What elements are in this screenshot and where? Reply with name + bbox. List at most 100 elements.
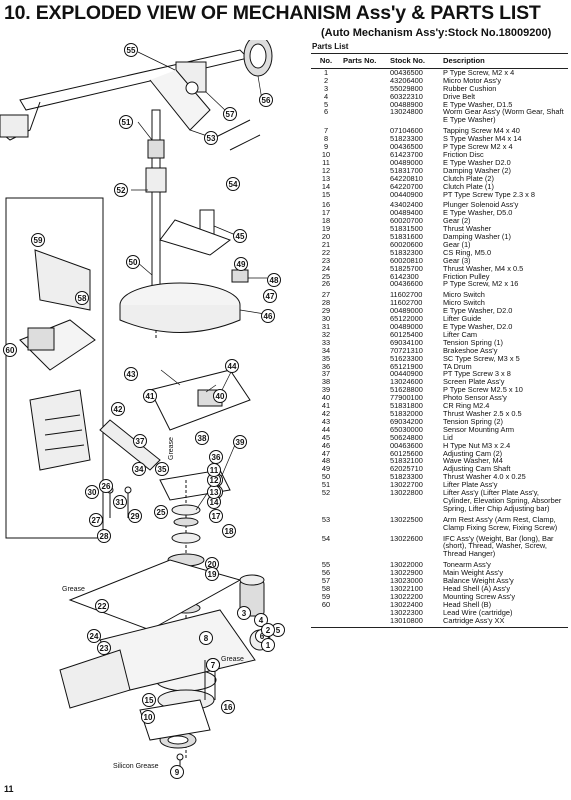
callout-number: 15: [145, 696, 154, 705]
cell-no: 9: [323, 142, 329, 152]
cell-stock-no: 13022400: [390, 599, 423, 609]
cell-parts-no: [340, 288, 387, 299]
callout-number: 50: [129, 258, 138, 267]
callout-number: 47: [266, 292, 275, 301]
cell-description: Tapping Screw M4 x 40: [443, 126, 520, 136]
callout-7: 7: [206, 658, 220, 672]
grease-label-middle: Grease: [221, 656, 244, 663]
cell-stock-no: 00436500: [390, 142, 423, 152]
cell-parts-no: [340, 315, 387, 323]
exploded-view-diagram: 5556575354515259586050494548474643444241…: [0, 40, 285, 779]
cell-no: 2: [323, 75, 329, 85]
callout-53: 53: [204, 131, 218, 145]
callout-circle: [114, 183, 128, 197]
cell-no: 33: [321, 337, 331, 347]
callout-number: 26: [102, 482, 111, 491]
header-description: Description: [440, 53, 568, 69]
callout-number: 1: [266, 641, 271, 650]
callout-number: 34: [135, 465, 144, 474]
cell-no: 20: [321, 232, 331, 242]
cell-description: P Type Screw M2.5 x 10: [443, 385, 523, 395]
cell-no: 36: [321, 361, 331, 371]
callout-48: 48: [267, 273, 281, 287]
callout-circle: [89, 513, 103, 527]
cell-parts-no: [340, 616, 387, 628]
cell-no: 8: [323, 134, 329, 144]
cell-stock-no: 00440900: [390, 369, 423, 379]
cell-description: PT Type Screw 3 x 8: [443, 369, 511, 379]
cell-no: 30: [321, 314, 331, 324]
table-header-row: No. Parts No. Stock No. Description: [311, 53, 568, 69]
cell-no: 29: [321, 306, 331, 316]
callout-circle: [143, 389, 157, 403]
callout-circle: [155, 462, 169, 476]
callout-42: 42: [111, 402, 125, 416]
cell-no: 11: [322, 157, 330, 167]
cell-parts-no: [340, 386, 387, 394]
callout-number: 25: [157, 508, 166, 517]
callout-circle: [204, 131, 218, 145]
callout-number: 55: [127, 46, 136, 55]
cell-parts-no: [340, 175, 387, 183]
callout-2: 2: [261, 623, 275, 637]
callout-3: 3: [237, 606, 251, 620]
callout-38: 38: [195, 431, 209, 445]
callout-circle: [237, 606, 251, 620]
cell-stock-no: 51832000: [390, 408, 423, 418]
callout-35: 35: [155, 462, 169, 476]
callout-24: 24: [87, 629, 101, 643]
cell-parts-no: [340, 355, 387, 363]
cell-description: Lifter Plate Ass'y: [443, 480, 498, 490]
callout-number: 37: [136, 437, 145, 446]
cell-parts-no: [340, 585, 387, 593]
callout-number: 16: [224, 703, 233, 712]
cell-description: Adjusting Cam (2): [443, 448, 503, 458]
cell-no: 49: [321, 464, 331, 474]
callout-number: 54: [229, 180, 238, 189]
cell-stock-no: 11602700: [390, 298, 423, 308]
callout-circle: [261, 623, 275, 637]
cell-stock-no: 13022200: [390, 591, 423, 601]
cell-no: 6: [323, 107, 329, 117]
cell-parts-no: [340, 450, 387, 458]
cell-description: Photo Sensor Ass'y: [443, 393, 507, 403]
cell-stock-no: 69034200: [390, 416, 423, 426]
cell-description: Main Weight Ass'y: [443, 568, 504, 578]
callout-46: 46: [261, 309, 275, 323]
cell-parts-no: [340, 124, 387, 135]
callout-number: 18: [225, 527, 234, 536]
cell-description: Damping Washer (1): [443, 232, 511, 242]
silicon-grease-label: Silicon Grease: [113, 763, 159, 770]
cell-description: Gear (3): [443, 255, 471, 265]
cell-stock-no: 50624800: [390, 432, 423, 442]
callout-9: 9: [170, 765, 184, 779]
callout-circle: [75, 291, 89, 305]
callout-number: 44: [228, 362, 237, 371]
cell-description: Sensor Mounting Arm: [443, 424, 515, 434]
cell-parts-no: [340, 265, 387, 273]
cell-no: 34: [321, 345, 331, 355]
cell-description: TA Drum: [443, 361, 472, 371]
cell-no: 16: [321, 200, 331, 210]
cell-parts-no: [340, 135, 387, 143]
cell-no: 52: [321, 488, 331, 498]
parts-list-caption: Parts List: [312, 42, 349, 51]
callout-circle: [259, 93, 273, 107]
callout-circle: [133, 434, 147, 448]
